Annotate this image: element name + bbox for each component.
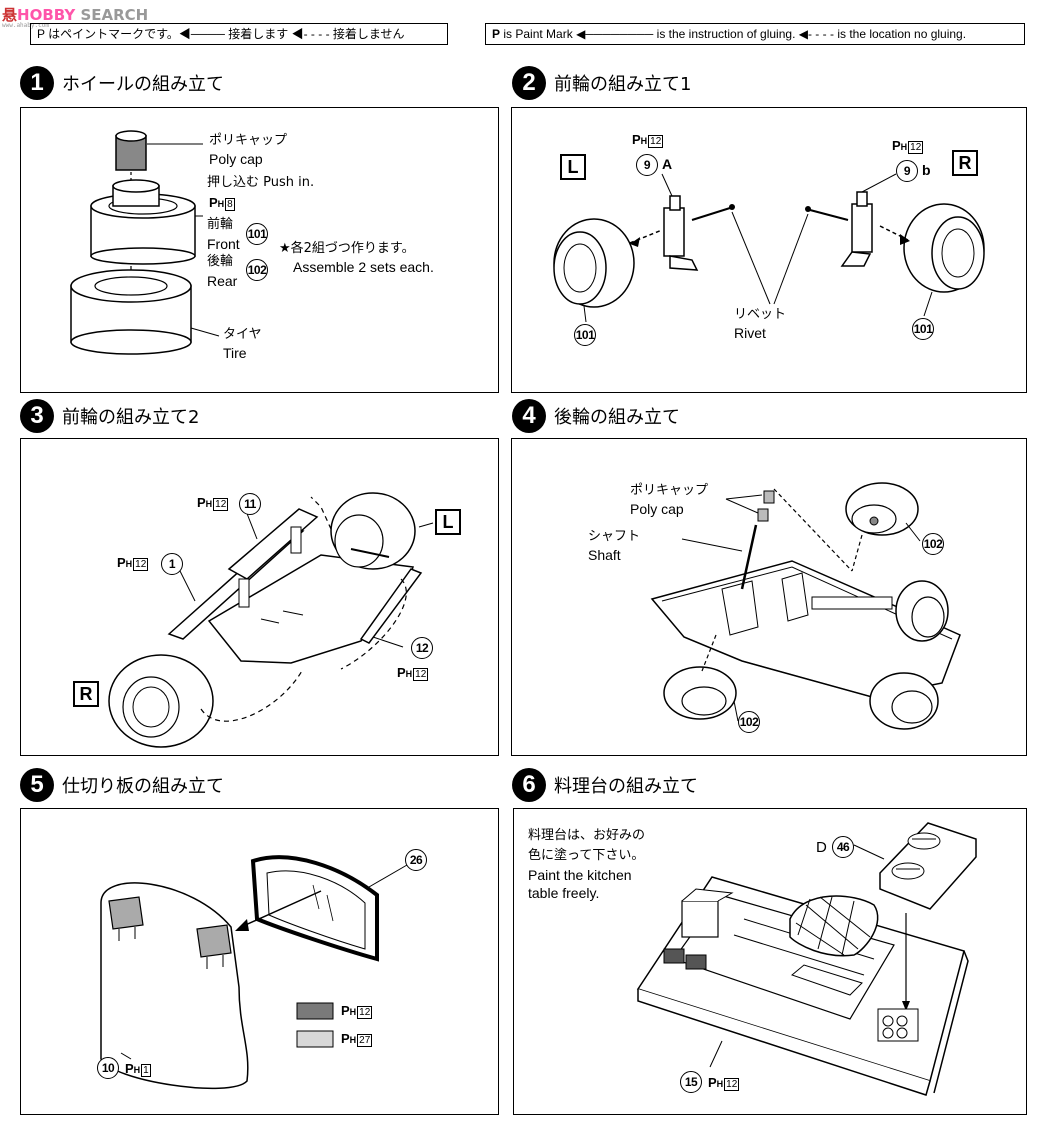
kitchen-note-jp-2: 色に塗って下さい。 xyxy=(528,848,645,863)
kitchen-note-en-1: Paint the kitchen xyxy=(528,867,632,883)
kitchen-table-drawing xyxy=(636,822,977,1096)
shaft-label-jp: シャフト xyxy=(588,529,641,544)
shaft-label-en: Shaft xyxy=(588,547,621,563)
part-9-right: 9 xyxy=(896,160,918,182)
part-12: 12 xyxy=(411,637,433,659)
front-label-jp: 前輪 xyxy=(207,217,234,232)
kitchen-note-en-2: table freely. xyxy=(528,885,600,901)
rear-wheel-drawing xyxy=(650,482,961,730)
rear-label-jp: 後輪 xyxy=(207,254,234,269)
swatch-dark xyxy=(296,1002,334,1020)
part-102-bottom: 102 xyxy=(738,711,760,733)
part-101: 101 xyxy=(246,223,268,245)
part-46: 46 xyxy=(832,836,854,858)
assemble-note-jp: ★各2組づつ作ります。 xyxy=(279,241,415,256)
part-d-label: D xyxy=(816,839,827,856)
rivet-label-jp: リベット xyxy=(734,307,787,322)
part-102: 102 xyxy=(246,259,268,281)
watermark: 悬HOBBY SEARCH xyxy=(2,6,149,24)
polycap-label-jp: ポリキャップ xyxy=(630,483,709,498)
part-9-suffix-a: A xyxy=(662,156,673,172)
rivet-label-en: Rivet xyxy=(734,325,766,341)
left-marker: L xyxy=(560,154,586,180)
partition-drawing xyxy=(100,855,408,1090)
legend-jp: P はペイントマークです。◀──── 接着します ◀- - - - 接着しません xyxy=(30,23,448,45)
front-wheel-1-drawing xyxy=(553,173,985,323)
part-1: 1 xyxy=(161,553,183,575)
part-9-suffix-b: b xyxy=(922,162,931,178)
part-11: 11 xyxy=(239,493,261,515)
panel-rear-wheel: ポリキャップ Poly cap シャフト Shaft 102 102 xyxy=(511,438,1027,756)
glue-arrow-icon: ◀──────── xyxy=(576,27,654,41)
legend-en: P is Paint Mark ◀──────── is the instruc… xyxy=(485,23,1025,45)
front-wheel-2-drawing xyxy=(108,492,434,748)
part-101-right: 101 xyxy=(912,318,934,340)
rear-label-en: Rear xyxy=(207,273,238,289)
swatch-light xyxy=(296,1030,334,1048)
tire-label-jp: タイヤ xyxy=(223,327,262,342)
part-10: 10 xyxy=(97,1057,119,1079)
front-label-en: Front xyxy=(207,236,240,252)
assemble-note-en: Assemble 2 sets each. xyxy=(293,259,434,275)
polycap-label-en: Poly cap xyxy=(630,501,684,517)
push-in-label: 押し込む Push in. xyxy=(207,175,315,190)
part-102-top: 102 xyxy=(922,533,944,555)
part-15: 15 xyxy=(680,1071,702,1093)
wheel-assembly-drawing xyxy=(70,130,220,355)
left-marker: L xyxy=(435,509,461,535)
part-101-left: 101 xyxy=(574,324,596,346)
right-marker: R xyxy=(952,150,978,176)
polycap-label-en: Poly cap xyxy=(209,151,263,167)
noglue-arrow-icon: ◀- - - - xyxy=(798,27,834,41)
kitchen-note-jp-1: 料理台は、お好みの xyxy=(528,828,646,843)
panel-kitchen-table: 料理台は、お好みの 色に塗って下さい。 Paint the kitchen ta… xyxy=(513,808,1027,1115)
part-26: 26 xyxy=(405,849,427,871)
polycap-label-jp: ポリキャップ xyxy=(209,133,288,148)
tire-label-en: Tire xyxy=(223,345,247,361)
watermark-url: www.ahaby.com xyxy=(2,22,49,29)
right-marker: R xyxy=(73,681,99,707)
part-9-left: 9 xyxy=(636,154,658,176)
